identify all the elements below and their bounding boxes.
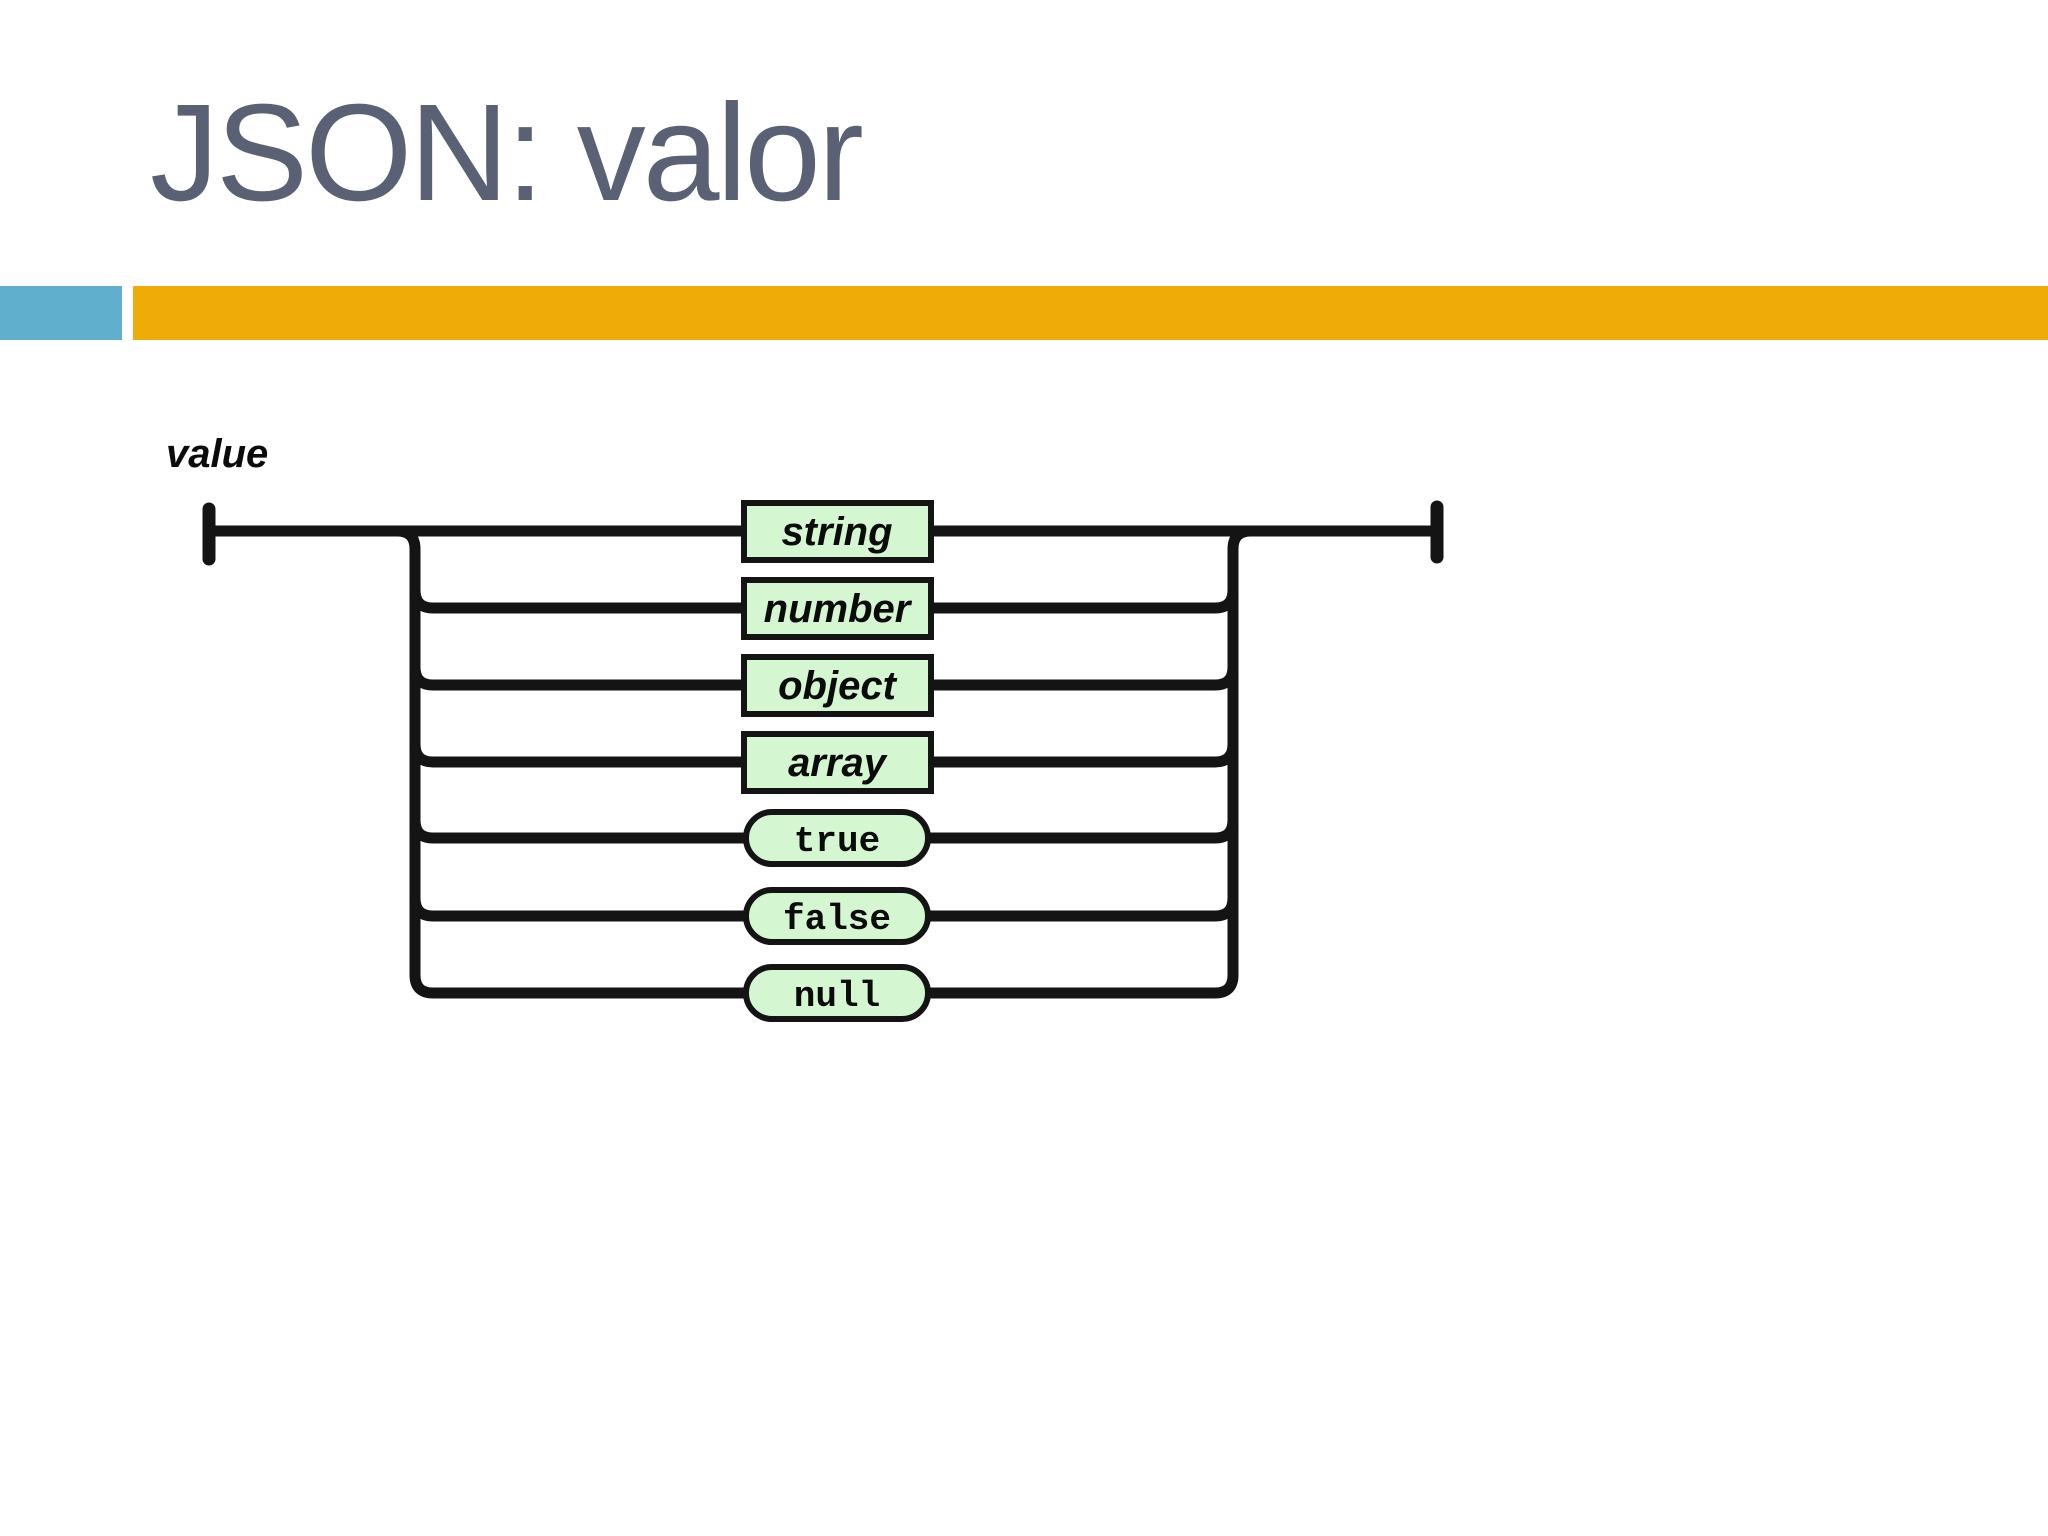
node-number-label: number — [764, 587, 913, 631]
accent-bar — [133, 286, 2048, 340]
node-null-label: null — [794, 976, 880, 1017]
node-false-label: false — [783, 899, 891, 940]
node-string-box — [741, 500, 934, 563]
node-object-box — [741, 654, 934, 717]
slide-title: JSON: valor — [150, 76, 864, 230]
node-number-box — [741, 577, 934, 640]
node-false-pill — [743, 887, 931, 945]
node-array-label: array — [788, 741, 888, 785]
node-array-box — [741, 731, 934, 794]
node-true-label: true — [794, 821, 880, 862]
node-null-pill — [743, 964, 931, 1022]
node-true-pill — [743, 809, 931, 867]
diagram-heading-label: value — [166, 432, 268, 476]
node-string-label: string — [781, 510, 892, 554]
node-object-label: object — [778, 664, 897, 708]
accent-square — [0, 286, 122, 340]
